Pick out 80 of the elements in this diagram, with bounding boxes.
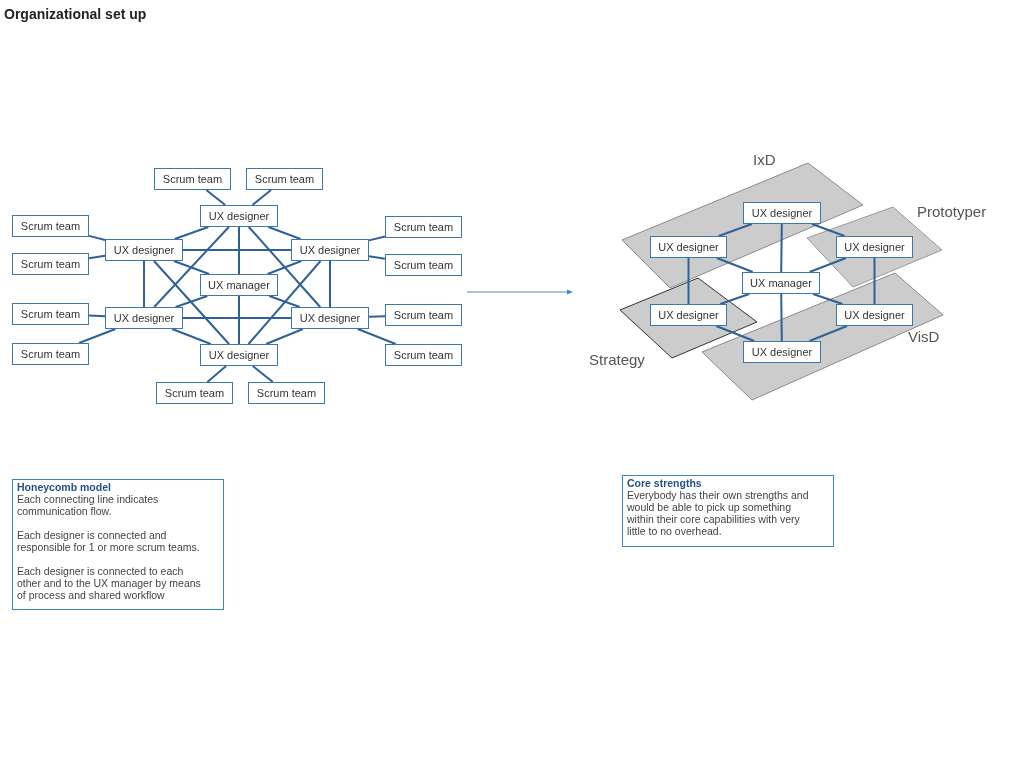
connector-line [808,257,847,273]
connector-line [251,189,272,206]
connector-line [266,260,303,275]
connector-line [368,315,386,318]
connector-line [182,249,292,251]
role-box: UX designer [650,236,727,258]
connector-line [719,293,751,305]
role-box: Scrum team [385,254,462,276]
role-box: Scrum team [12,303,89,325]
connector-line [238,295,240,345]
role-box: UX designer [105,307,183,329]
connector-line [78,328,117,344]
note-heading: Core strengths [627,477,703,489]
role-box: UX designer [105,239,183,261]
connector-line [251,365,274,383]
connector-line [171,328,212,345]
connector-line [174,295,209,308]
connector-line [267,226,302,240]
connector-line [808,325,848,342]
role-box: UX designer [200,205,278,227]
connector-line [238,226,240,275]
role-box: Scrum team [385,304,462,326]
role-box: Scrum team [12,343,89,365]
connector-line [368,255,386,260]
connector-line [715,325,756,342]
role-box: UX designer [743,202,821,224]
connector-line [356,328,397,345]
layer-label: IxD [753,151,776,168]
connector-line [153,226,230,308]
connector-line [265,328,304,345]
page-title: Organizational set up [4,6,147,22]
connector-line [268,295,301,308]
note-paragraph: Each designer is connected to each other and to the UX manager by means of process and shared workflow [17,565,202,601]
connector-line [205,189,227,206]
connector-line [780,293,783,342]
connector-line [687,257,690,305]
role-box: UX designer [650,304,727,326]
connector-line [810,223,846,237]
note-paragraph: Each connecting line indicates communication flow. [17,493,160,517]
role-box: UX designer [836,236,913,258]
role-box: UX designer [200,344,278,366]
role-box: UX designer [291,239,369,261]
layer-label: Prototyper [917,203,987,220]
note-card [12,479,224,610]
layer-label: Strategy [589,351,645,368]
connector-line [329,260,331,308]
note-heading: Honeycomb model [17,481,112,493]
connector-line [143,260,145,308]
role-box: UX designer [743,341,821,363]
role-box: UX designer [291,307,369,329]
role-box: Scrum team [385,216,462,238]
connector-line [812,293,844,305]
role-box: UX manager [742,272,820,294]
connector-line [88,254,106,260]
connector-line [717,223,753,237]
connector-line [247,226,322,308]
layer-label: VisD [908,328,940,345]
role-box: UX designer [836,304,913,326]
connector-line [247,260,322,345]
role-box: Scrum team [156,382,233,404]
connector-line [182,317,292,319]
connector-line [715,257,754,273]
note-card [622,475,834,547]
connector-line [206,365,228,383]
role-box: Scrum team [248,382,325,404]
role-box: Scrum team [246,168,323,190]
role-box: Scrum team [385,344,462,366]
role-box: UX manager [200,274,278,296]
connector-line [873,257,876,305]
role-box: Scrum team [154,168,231,190]
connector-line [368,235,386,242]
role-box: Scrum team [12,253,89,275]
connector-line [88,234,106,241]
connector-line [153,260,230,345]
connector-line [172,260,211,275]
connector-line [88,314,106,318]
note-paragraph: Everybody has their own strengths and would be able to pick up something within their core capabilities with very little to no overhead. [627,489,810,537]
note-paragraph: Each designer is connected and responsible for 1 or more scrum teams. [17,529,201,553]
role-box: Scrum team [12,215,89,237]
connector-line [173,226,210,240]
